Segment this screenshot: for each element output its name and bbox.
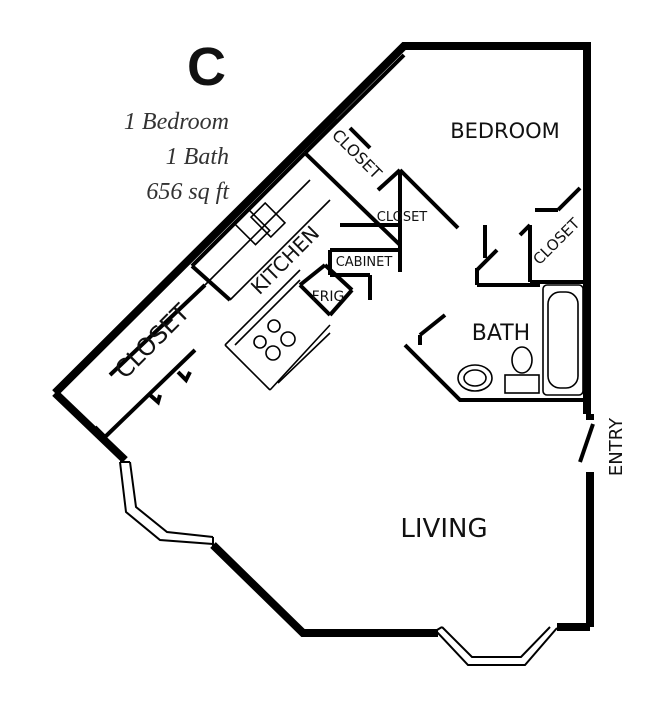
room-label-cabinet: CABINET bbox=[336, 255, 393, 270]
bay-window-left bbox=[119, 461, 214, 547]
room-label-closet-small: CLOSET bbox=[377, 210, 428, 225]
room-label-bath: BATH bbox=[472, 321, 530, 346]
wall-southwest bbox=[210, 542, 438, 637]
plan-baths: 1 Bath bbox=[165, 144, 229, 170]
plan-area: 656 sq ft bbox=[146, 179, 229, 205]
plan-letter: C bbox=[187, 37, 226, 97]
room-label-closet-large: CLOSET bbox=[109, 298, 195, 384]
room-label-closet-right: CLOSET bbox=[530, 214, 585, 269]
room-label-frig: FRIG bbox=[312, 289, 345, 305]
wall-northwest bbox=[52, 42, 591, 414]
room-label-entry: ENTRY bbox=[606, 417, 627, 476]
interior-walls bbox=[93, 53, 590, 439]
room-label-bedroom: BEDROOM bbox=[450, 119, 560, 143]
bay-window-bottom bbox=[436, 626, 558, 666]
entry-door bbox=[578, 414, 595, 463]
bath-fixtures bbox=[457, 284, 584, 396]
exterior-walls bbox=[52, 42, 594, 637]
room-label-living: LIVING bbox=[400, 514, 487, 544]
plan-bedrooms: 1 Bedroom bbox=[123, 109, 229, 135]
wall-west bbox=[52, 390, 128, 463]
kitchen-fixtures bbox=[204, 179, 331, 391]
